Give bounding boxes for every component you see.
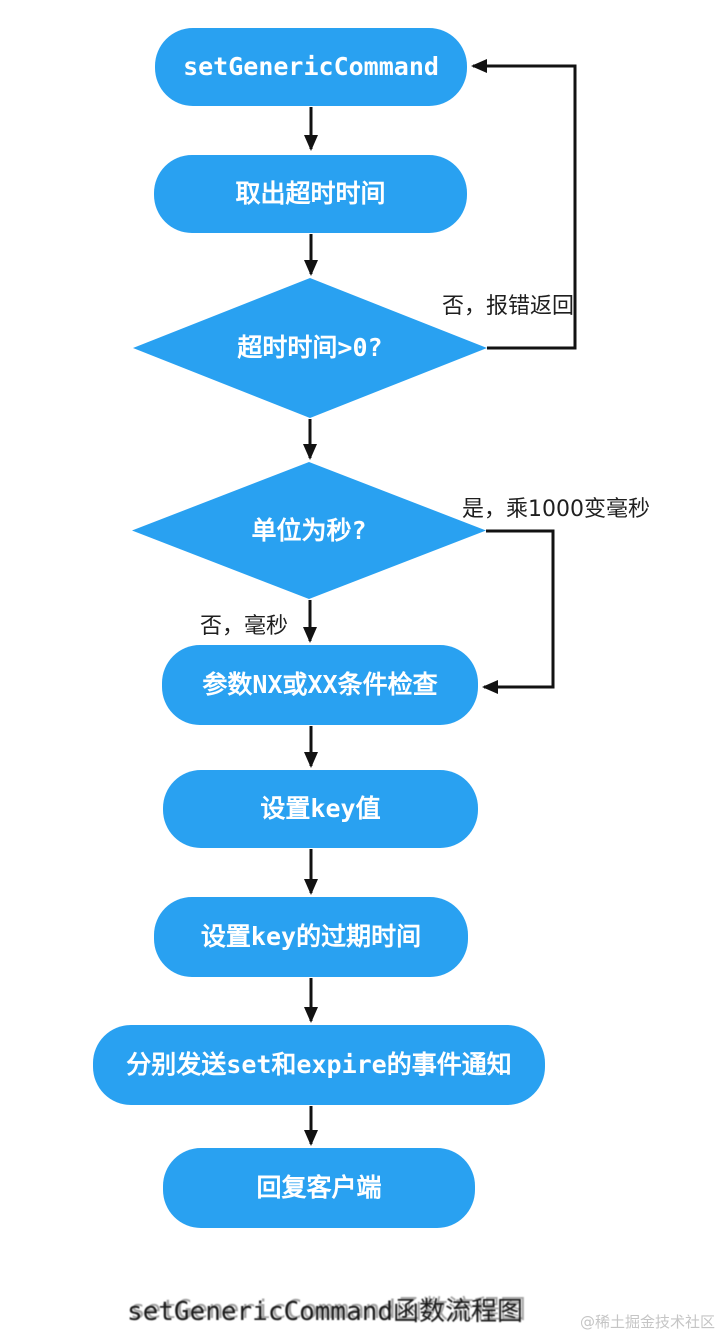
decision-timeout-gt-0-label: 超时时间>0? bbox=[237, 333, 383, 362]
node-set-expire: 设置key的过期时间 bbox=[154, 897, 468, 977]
decision-unit-seconds-label: 单位为秒? bbox=[251, 515, 367, 545]
node-nx-xx-check-label: 参数NX或XX条件检查 bbox=[202, 670, 438, 699]
edge-label-no-error-return: 否，报错返回 bbox=[442, 294, 575, 319]
node-send-events-label: 分别发送set和expire的事件通知 bbox=[126, 1050, 512, 1079]
node-set-key: 设置key值 bbox=[163, 770, 478, 848]
watermark-juejin: @稀土掘金技术社区 bbox=[579, 1313, 715, 1331]
node-start: setGenericCommand bbox=[155, 28, 467, 106]
node-set-key-label: 设置key值 bbox=[260, 794, 381, 823]
decision-timeout-gt-0: 超时时间>0? bbox=[133, 278, 487, 418]
node-start-label: setGenericCommand bbox=[183, 52, 439, 81]
node-nx-xx-check: 参数NX或XX条件检查 bbox=[162, 645, 478, 725]
node-reply-client-label: 回复客户端 bbox=[256, 1173, 382, 1202]
node-send-events: 分别发送set和expire的事件通知 bbox=[93, 1025, 545, 1105]
decision-unit-seconds: 单位为秒? bbox=[132, 462, 486, 599]
edge-label-no-milliseconds: 否，毫秒 bbox=[200, 614, 289, 639]
node-fetch-timeout-label: 取出超时时间 bbox=[235, 179, 386, 208]
diagram-caption: setGenericCommand函数流程图 bbox=[126, 1297, 524, 1327]
node-fetch-timeout: 取出超时时间 bbox=[154, 155, 467, 233]
node-set-expire-label: 设置key的过期时间 bbox=[200, 922, 422, 951]
edge-loop-to-milliseconds bbox=[482, 529, 555, 694]
edge-label-yes-times-1000: 是，乘1000变毫秒 bbox=[462, 497, 650, 522]
node-reply-client: 回复客户端 bbox=[163, 1148, 475, 1228]
